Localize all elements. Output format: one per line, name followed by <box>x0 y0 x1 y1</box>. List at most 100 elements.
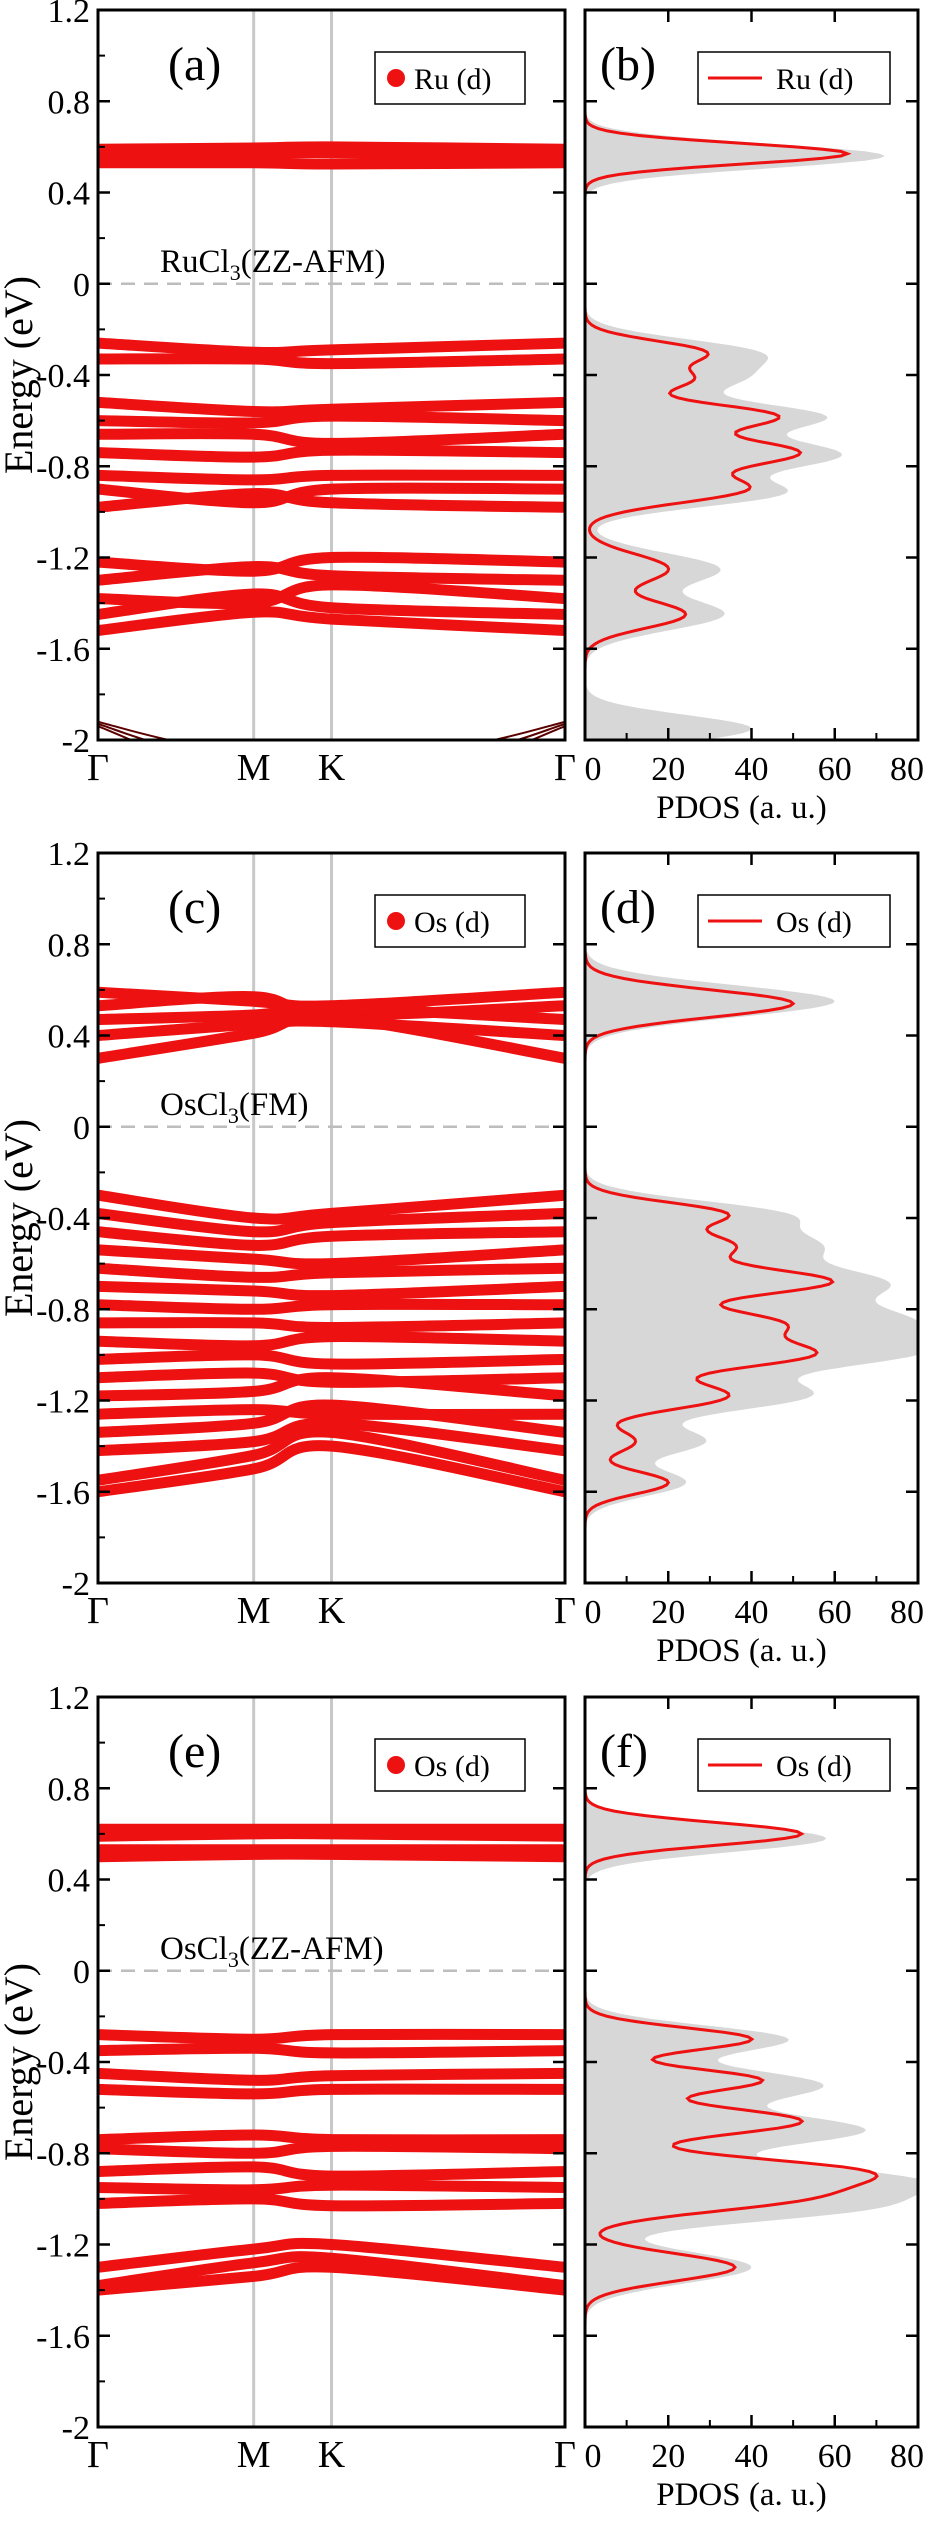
y-tick-label: -1.6 <box>36 2319 90 2356</box>
x-tick-label: Γ <box>87 2434 109 2476</box>
band-line <box>98 1244 565 1270</box>
x-tick-label: Γ <box>87 1590 109 1632</box>
y-tick-label: -1.2 <box>36 2228 90 2265</box>
y-tick-label: -2 <box>62 2410 90 2447</box>
x-tick-label: M <box>237 1590 271 1632</box>
y-tick-label: -0.4 <box>36 358 90 395</box>
x-tick-label: 80 <box>890 751 924 788</box>
band-line <box>98 2028 565 2045</box>
x-tick-label: M <box>237 2434 271 2476</box>
panel-label: (d) <box>600 881 656 934</box>
x-tick-label: 40 <box>735 1594 769 1631</box>
dos-curves <box>585 853 918 1583</box>
y-tick-label: 0 <box>73 1954 90 1991</box>
x-tick-label: Γ <box>554 747 576 789</box>
x-tick-label: 20 <box>651 751 685 788</box>
band-line <box>98 2042 565 2059</box>
band-line <box>98 1317 565 1334</box>
compound-phase: (ZZ-AFM) <box>239 1931 384 1967</box>
compound-subscript: 3 <box>228 1947 239 1972</box>
band-line <box>98 1262 565 1283</box>
band-line <box>98 1189 565 1225</box>
y-tick-label: 0.8 <box>48 1771 91 1808</box>
band-line <box>98 1280 565 1302</box>
x-tick-label: 60 <box>818 1594 852 1631</box>
band-line <box>98 444 565 463</box>
compound-subscript: 3 <box>228 1103 239 1128</box>
legend-label: Os (d) <box>776 1750 852 1783</box>
y-tick-label: -1.2 <box>36 1384 90 1421</box>
y-axis-label: Energy (eV) <box>0 1119 41 1317</box>
y-tick-label: 1.2 <box>48 836 91 873</box>
x-tick-label: Γ <box>87 747 109 789</box>
compound-phase: (FM) <box>239 1087 309 1123</box>
x-tick-label: 0 <box>585 2438 602 2475</box>
legend: Os (d) <box>697 1738 891 1792</box>
x-tick-label: 60 <box>818 751 852 788</box>
y-tick-label: 0 <box>73 267 90 304</box>
x-tick-label: 80 <box>890 2438 924 2475</box>
band-line <box>98 396 565 418</box>
panel-label: (e) <box>168 1725 221 1778</box>
band-lines <box>98 141 565 740</box>
total-dos-area <box>585 10 885 740</box>
band-line <box>98 1417 565 1457</box>
y-tick-label: 0 <box>73 1110 90 1147</box>
legend-marker <box>387 912 405 930</box>
compound-label: RuCl3(ZZ-AFM) <box>160 244 386 285</box>
band-line <box>98 147 565 162</box>
band-line <box>98 2067 565 2086</box>
band-line <box>98 1828 565 1842</box>
band-lines <box>98 1823 565 2296</box>
x-tick-label: Γ <box>554 1590 576 1632</box>
band-line <box>98 2193 565 2212</box>
band-line <box>98 428 565 449</box>
x-tick-label: K <box>318 747 346 789</box>
band-line <box>98 1207 565 1238</box>
band-line <box>98 410 565 429</box>
x-axis-label: PDOS (a. u.) <box>656 2477 827 2513</box>
x-tick-label: K <box>318 2434 346 2476</box>
projected-dos-line <box>585 10 852 740</box>
y-tick-label: -1.2 <box>36 541 90 578</box>
x-tick-label: 20 <box>651 2438 685 2475</box>
band-line <box>98 1426 565 1486</box>
y-axis-label: Energy (eV) <box>0 276 41 474</box>
band-line <box>98 2179 565 2196</box>
x-tick-label: M <box>237 747 271 789</box>
band-line <box>98 469 565 486</box>
band-line <box>98 2237 565 2273</box>
x-tick-label: 40 <box>735 751 769 788</box>
total-dos-area <box>585 853 918 1583</box>
band-line <box>98 1399 565 1438</box>
band-line <box>98 2261 565 2296</box>
legend: Os (d) <box>374 894 526 948</box>
band-line <box>98 1848 565 1863</box>
x-tick-label: 60 <box>818 2438 852 2475</box>
band-line <box>98 1349 565 1370</box>
band-line <box>98 353 565 370</box>
legend: Os (d) <box>374 1738 526 1792</box>
legend-label: Os (d) <box>776 906 852 939</box>
legend-marker <box>387 1756 405 1774</box>
legend-label: Os (d) <box>414 1750 490 1783</box>
dos-curves <box>585 1697 918 2427</box>
y-tick-label: -0.8 <box>36 449 90 486</box>
x-tick-label: 80 <box>890 1594 924 1631</box>
dos-curves <box>585 10 885 740</box>
y-tick-label: 0.4 <box>48 1019 91 1056</box>
compound-label: OsCl3(FM) <box>160 1087 309 1128</box>
y-tick-label: 0.4 <box>48 176 91 213</box>
y-tick-label: 1.2 <box>48 0 91 30</box>
panel-label: (f) <box>600 1725 648 1778</box>
band-line <box>98 2161 565 2182</box>
band-line <box>98 1002 565 1025</box>
panel-label: (c) <box>168 881 221 934</box>
compound-formula: OsCl <box>160 1931 228 1967</box>
band-line <box>98 606 565 636</box>
